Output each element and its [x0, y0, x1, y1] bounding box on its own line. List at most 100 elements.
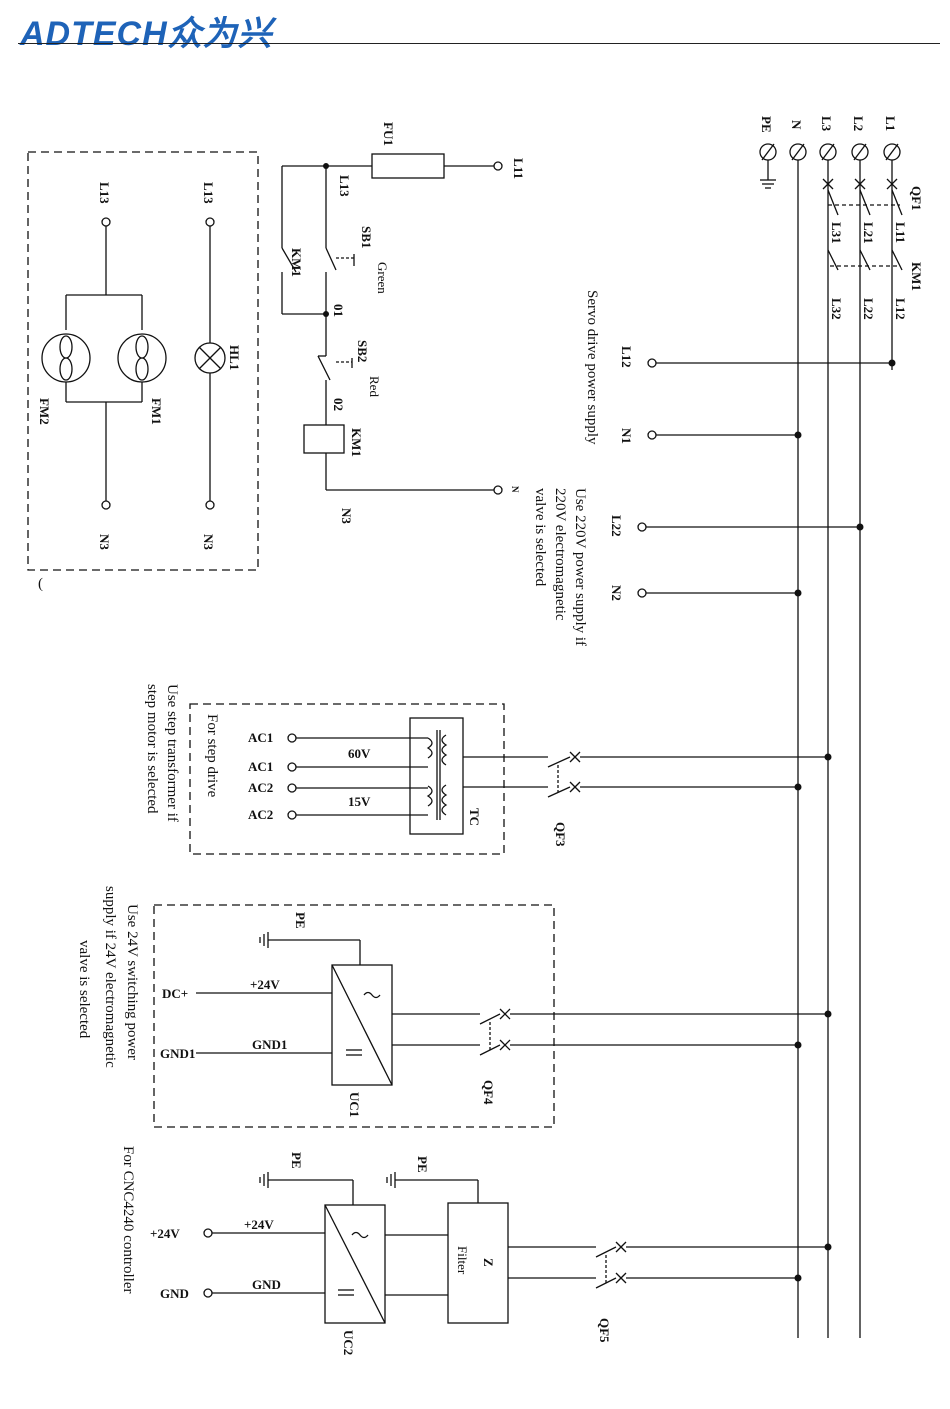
- label-QF1: QF1: [909, 186, 924, 211]
- note-sw24-line2: supply if 24V electromagnetic: [102, 886, 118, 1068]
- breaker-QF1: [822, 178, 903, 216]
- label-FM1: FM1: [149, 398, 164, 425]
- terminal-control-N: [493, 485, 503, 495]
- label-N: N: [789, 120, 804, 130]
- label-PE: PE: [759, 116, 774, 133]
- label-UC1: UC1: [347, 1092, 362, 1117]
- label-Z: Z: [481, 1258, 496, 1267]
- note-sw24-line1: Use 24V switching power: [124, 904, 140, 1060]
- label-SB2: SB2: [355, 340, 370, 362]
- label-L3: L3: [819, 116, 834, 132]
- step-block-box: [189, 703, 505, 855]
- label-QF3: QF3: [553, 822, 568, 847]
- label-valve-N2: N2: [609, 585, 624, 601]
- company-logo: ADTECH众为兴: [20, 15, 273, 53]
- ground-icon: [760, 179, 776, 189]
- fan-FM2-icon: [41, 333, 91, 383]
- label-TC: TC: [467, 808, 482, 826]
- fuse-FU1: [371, 153, 445, 179]
- pushbutton-SB2: [317, 355, 353, 425]
- label-L22: L22: [861, 298, 876, 320]
- header-divider: [18, 43, 940, 44]
- transformer-TC: [409, 717, 464, 835]
- label-cnc-t24: +24V: [150, 1226, 180, 1241]
- note-valve220-line2: 220V electromagnetic: [552, 488, 568, 621]
- label-FM2: FM2: [37, 398, 52, 425]
- label-AC1b: AC1: [248, 759, 273, 774]
- label-AC2b: AC2: [248, 807, 273, 822]
- fan-panel-box: [27, 151, 259, 571]
- note-cnc: For CNC4240 controller: [120, 1146, 136, 1294]
- terminal-valve-L22: [637, 522, 647, 532]
- terminal-L1: [883, 143, 901, 161]
- label-GND1: GND1: [160, 1046, 195, 1061]
- label-cnc-PE2: PE: [415, 1156, 430, 1173]
- label-DCp: DC+: [162, 986, 188, 1001]
- note-servo: Servo drive power supply: [584, 290, 600, 445]
- label-HL1: HL1: [227, 345, 242, 370]
- label-15V: 15V: [348, 794, 371, 809]
- ground-icon: [386, 1172, 396, 1188]
- ground-icon: [259, 932, 269, 948]
- note-valve220-line3: valve is selected: [532, 488, 548, 587]
- terminal-control-L11: [493, 161, 503, 171]
- label-ctrl-L11: L11: [511, 158, 526, 179]
- label-ctrl-L13: L13: [337, 175, 352, 197]
- label-KM1-coil: KM1: [349, 428, 364, 457]
- lamp-HL1: [194, 342, 226, 374]
- label-sw24-gnd1: GND1: [252, 1037, 287, 1052]
- label-cnc-PE1: PE: [289, 1152, 304, 1169]
- coil-KM1: [303, 424, 345, 454]
- label-valve-L22: L22: [609, 515, 624, 537]
- terminal-N: [789, 143, 807, 161]
- label-L12: L12: [893, 298, 908, 320]
- label-L31: L31: [829, 222, 844, 244]
- label-node-02: 02: [331, 398, 346, 411]
- ground-icon: [259, 1172, 269, 1188]
- label-SB1-color: Green: [375, 262, 390, 294]
- fan-FM1-icon: [117, 333, 167, 383]
- label-L21: L21: [861, 222, 876, 244]
- psu-UC2: [324, 1204, 386, 1324]
- note-step-line1: Use step transformer if: [164, 684, 180, 822]
- label-sw24-PE: PE: [293, 912, 308, 929]
- breaker-QF4: [479, 1008, 511, 1056]
- label-QF4: QF4: [481, 1080, 496, 1105]
- label-AC2a: AC2: [248, 780, 273, 795]
- label-cnc-p24: +24V: [244, 1217, 274, 1232]
- mark-paren: (: [38, 576, 43, 592]
- label-KM1-hold: KM1: [289, 248, 304, 277]
- label-lamp-L13: L13: [201, 182, 216, 204]
- label-L2: L2: [851, 116, 866, 131]
- label-fan-L13: L13: [97, 182, 112, 204]
- note-valve220-line1: Use 220V power supply if: [572, 488, 588, 646]
- label-ctrl-N3: N3: [339, 508, 354, 524]
- label-cnc-tgnd: GND: [160, 1286, 189, 1301]
- label-L32: L32: [829, 298, 844, 320]
- label-ctrl-N: N: [510, 486, 520, 493]
- label-60V: 60V: [348, 746, 371, 761]
- label-node-01: 01: [331, 304, 346, 317]
- label-servo-L12: L12: [619, 346, 634, 368]
- label-SB2-color: Red: [367, 376, 382, 397]
- terminal-servo-L12: [647, 358, 657, 368]
- label-servo-N1: N1: [619, 428, 634, 444]
- label-fan-N3: N3: [97, 534, 112, 550]
- terminal-servo-N1: [647, 430, 657, 440]
- terminal-PE: [759, 143, 777, 161]
- label-filter: Filter: [455, 1246, 470, 1275]
- label-sw24-p24: +24V: [250, 977, 280, 992]
- label-cnc-gnd: GND: [252, 1277, 281, 1292]
- terminal-valve-N2: [637, 588, 647, 598]
- label-AC1a: AC1: [248, 730, 273, 745]
- label-FU1: FU1: [381, 122, 396, 146]
- pushbutton-SB1: [325, 247, 355, 271]
- terminal-L3: [819, 143, 837, 161]
- contact-KM1-hold: [281, 165, 326, 315]
- sw24-block-box: [153, 904, 555, 1128]
- note-sw24-line3: valve is selected: [76, 940, 92, 1039]
- note-step-line2: step motor is selected: [144, 684, 160, 814]
- label-SB1: SB1: [359, 226, 374, 248]
